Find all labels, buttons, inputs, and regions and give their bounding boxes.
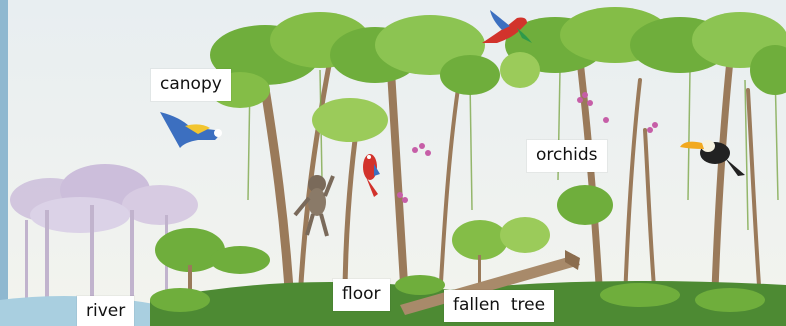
label-floor: floor [333,279,390,311]
label-orchids: orchids [527,140,607,172]
label-river: river [77,296,134,326]
label-fallen-tree: fallen tree [444,290,554,322]
left-page-edge [0,0,8,326]
label-canopy: canopy [151,69,231,101]
